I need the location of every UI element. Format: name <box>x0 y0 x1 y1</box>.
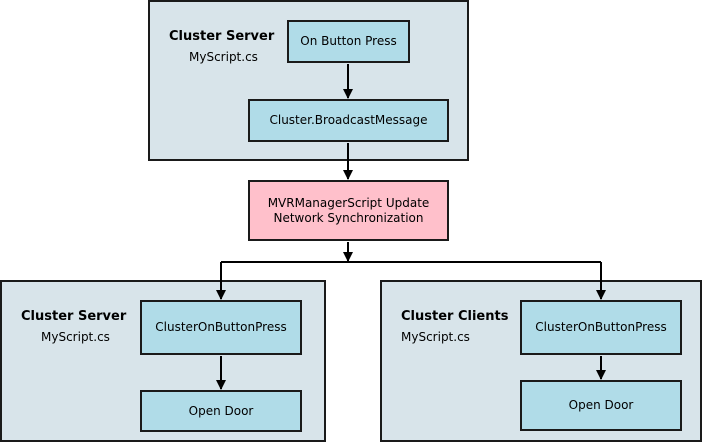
right-cluster-on-button-press-node: ClusterOnButtonPress <box>520 300 682 355</box>
network-sync-node: MVRManagerScript Update Network Synchron… <box>248 180 449 241</box>
left-group-title: Cluster Server <box>21 309 127 324</box>
broadcast-message-node: Cluster.BroadcastMessage <box>248 99 449 142</box>
right-group-subtitle: MyScript.cs <box>401 330 470 344</box>
network-sync-line2: Network Synchronization <box>273 210 424 225</box>
top-group-subtitle: MyScript.cs <box>189 50 258 64</box>
top-group-title: Cluster Server <box>169 29 275 44</box>
right-open-door-node: Open Door <box>520 380 682 431</box>
right-group-title: Cluster Clients <box>401 309 509 324</box>
network-sync-line1: MVRManagerScript Update <box>267 195 430 210</box>
left-group-subtitle: MyScript.cs <box>41 330 110 344</box>
on-button-press-node: On Button Press <box>287 20 410 63</box>
left-open-door-node: Open Door <box>140 390 302 432</box>
left-cluster-on-button-press-node: ClusterOnButtonPress <box>140 300 302 355</box>
